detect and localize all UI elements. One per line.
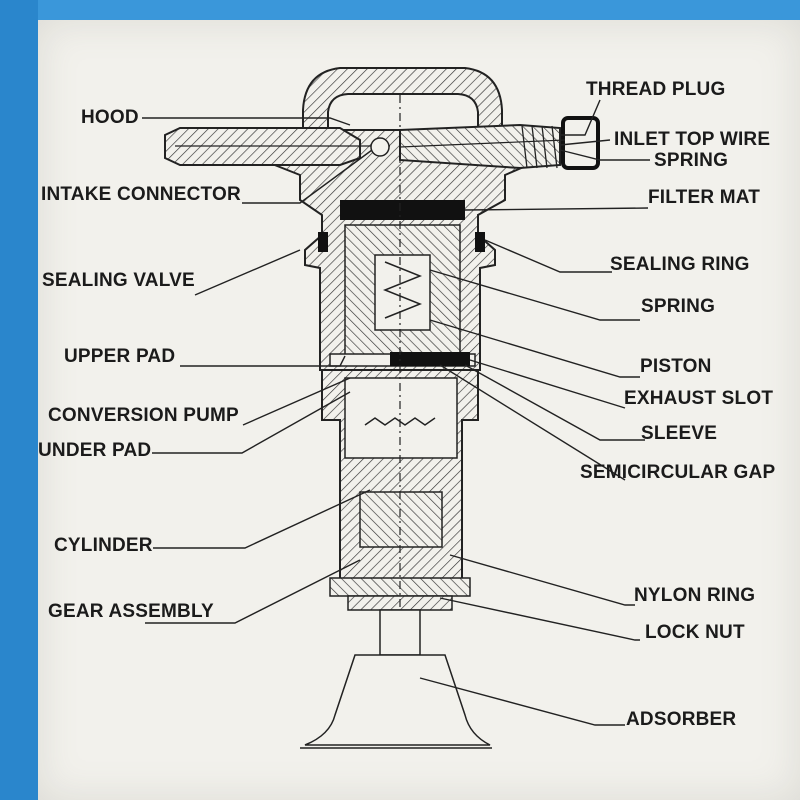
label-sleeve: SLEEVE (641, 423, 718, 444)
sealing-valve-ball (370, 137, 390, 157)
upper-body-part (261, 129, 541, 371)
inlet-part (399, 116, 600, 170)
hood-part (302, 67, 503, 131)
left-leader-lines (142, 117, 373, 624)
label-gear-assembly: GEAR ASSEMBLY (48, 601, 214, 622)
label-nylon-ring: NYLON RING (634, 585, 756, 606)
thread-plug-part (561, 116, 600, 170)
label-hood: HOOD (81, 107, 139, 128)
label-filter-mat: FILTER MAT (648, 187, 761, 208)
label-adsorber: ADSORBER (626, 709, 737, 730)
label-intake-connector: INTAKE CONNECTOR (41, 184, 241, 205)
background-left-strip (0, 0, 38, 800)
label-conversion-pump: CONVERSION PUMP (48, 405, 239, 426)
label-under-pad: UNDER PAD (38, 440, 152, 461)
spring-part (382, 261, 423, 319)
right-leader-lines (419, 99, 650, 726)
filter-mat-part (340, 200, 465, 220)
label-thread-plug: THREAD PLUG (586, 79, 726, 100)
background-top-strip (0, 0, 800, 20)
label-upper-pad: UPPER PAD (64, 346, 176, 367)
label-sealing-ring: SEALING RING (610, 254, 750, 275)
label-exhaust-slot: EXHAUST SLOT (624, 388, 774, 409)
label-spring: SPRING (641, 296, 716, 317)
label-spring-top: SPRING (654, 150, 729, 171)
label-lock-nut: LOCK NUT (645, 622, 745, 643)
adsorber-part (300, 609, 492, 749)
conversion-pump-part (344, 377, 458, 459)
label-semicircular-gap: SEMICIRCULAR GAP (580, 462, 776, 483)
label-sealing-valve: SEALING VALVE (42, 270, 195, 291)
intake-connector-part (164, 127, 390, 166)
gear-assembly-part (359, 491, 443, 548)
piston-part (374, 254, 431, 331)
label-cylinder: CYLINDER (54, 535, 153, 556)
label-piston: PISTON (640, 356, 712, 377)
label-inlet-top-wire: INLET TOP WIRE (614, 129, 771, 150)
